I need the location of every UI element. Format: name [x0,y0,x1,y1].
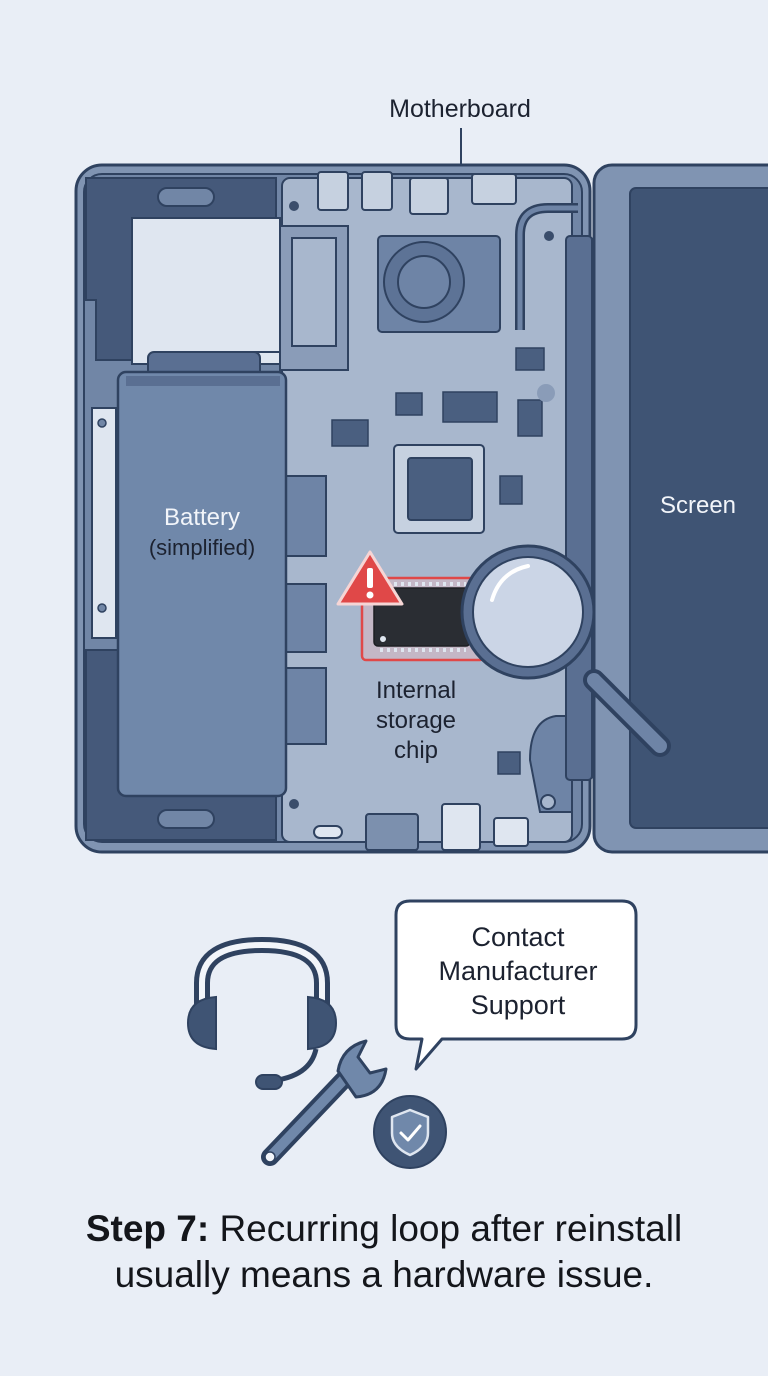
component [515,347,545,371]
battery-connector [285,475,327,557]
component [331,419,369,447]
component [537,384,555,402]
chip-label-line1: Internal [376,677,456,704]
component [442,391,498,423]
port [471,173,517,205]
cpu [407,457,473,521]
port [493,817,529,847]
shield-check-icon [373,1095,447,1169]
port [317,171,349,211]
chip-dot [380,636,386,642]
board-module-inner [291,237,337,347]
screw [544,231,554,241]
component [395,392,423,416]
battery [116,370,288,798]
warning-icon [336,550,404,606]
left-mount [91,407,117,639]
battery-cap [126,376,280,386]
motherboard-label: Motherboard [389,95,531,123]
step-caption: Step 7: Recurring loop after reinstall u… [0,1206,768,1298]
device-diagram: Motherboard [74,95,768,854]
bottom-left-slot [157,809,215,829]
port [365,813,419,851]
top-left-cavity [131,217,281,365]
port [409,177,449,215]
component [497,751,521,775]
battery-label: Battery [164,504,240,531]
screw [289,201,299,211]
screw [289,799,299,809]
caption-text-line1: Recurring loop after reinstall [219,1208,683,1249]
step-number: Step 7: [85,1208,210,1249]
port [361,171,393,211]
speech-bubble [394,899,638,1071]
bubble-line2: Manufacturer [438,956,597,986]
battery-connector [285,583,327,653]
caption-line1: Step 7: Recurring loop after reinstall [0,1206,768,1252]
top-left-slot [157,187,215,207]
heat-pipe-inner [517,205,578,330]
bubble-line1: Contact [471,922,565,952]
headset-icon [186,936,338,1090]
bubble-line3: Support [471,990,566,1020]
chip-label-line3: chip [394,737,438,764]
magnifier-icon [460,544,671,757]
support-illustration: Contact Manufacturer Support [186,899,638,1169]
fan-hub [397,255,451,309]
screen [629,187,768,829]
wrench-icon [261,1039,388,1166]
screen-label: Screen [660,492,736,519]
caption-text-line2: usually means a hardware issue. [114,1254,654,1295]
screw [97,418,107,428]
component [499,475,523,505]
screw [97,603,107,613]
battery-connector [285,667,327,745]
screw [540,794,556,810]
hinge [565,235,593,781]
port [441,803,481,851]
port [313,825,343,839]
battery-sublabel: (simplified) [149,535,255,560]
component [517,399,543,437]
chip-label-line2: storage [376,707,456,734]
